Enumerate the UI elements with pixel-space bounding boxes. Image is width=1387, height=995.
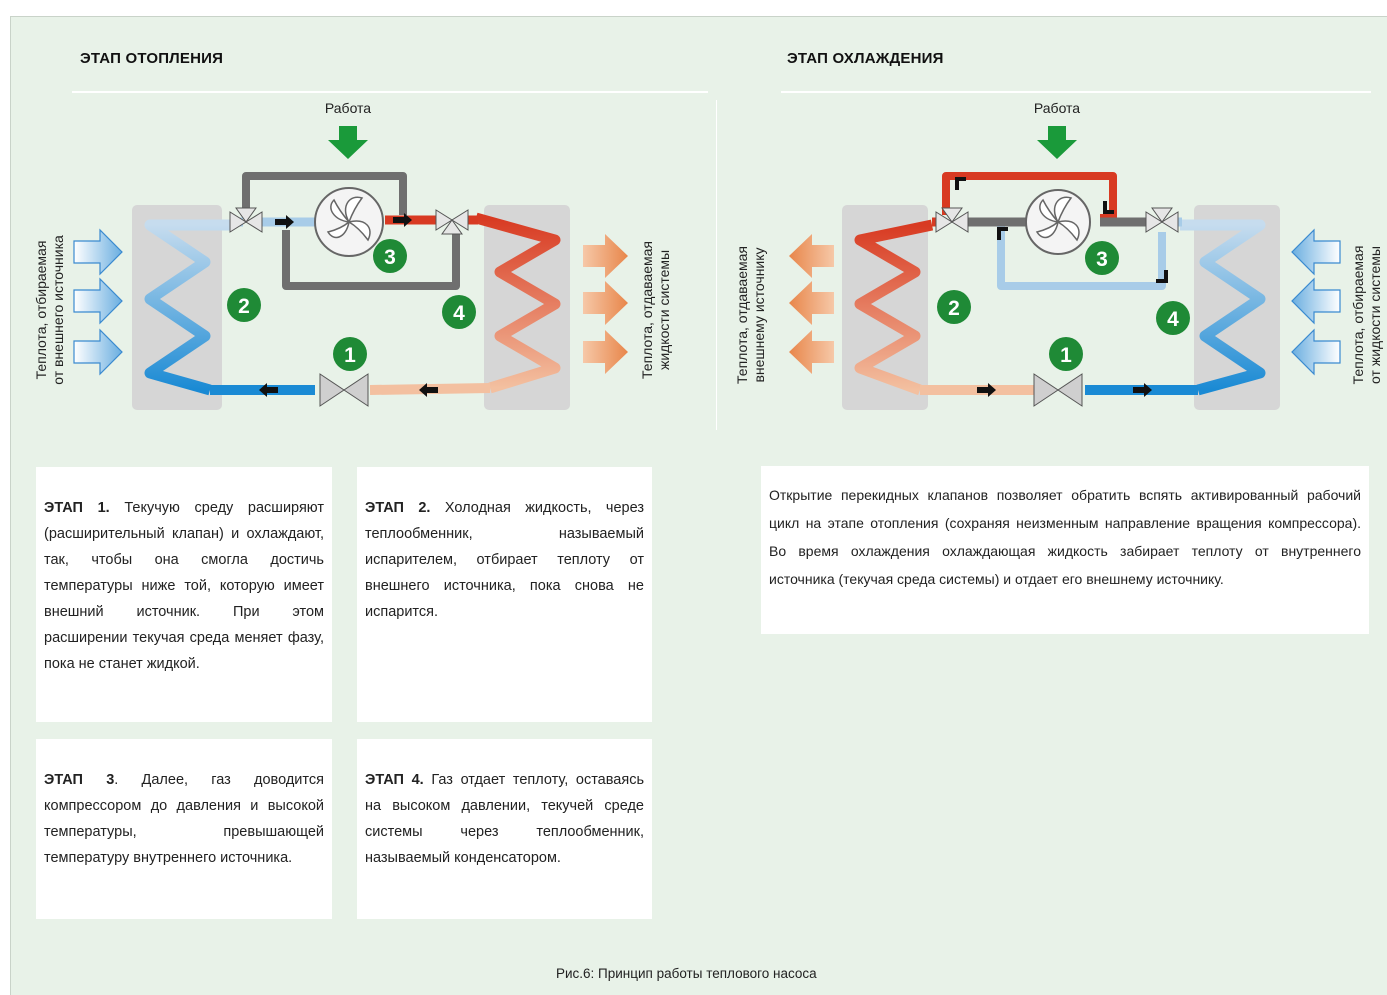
flow-arrow-right-1 — [275, 215, 294, 229]
blue-arrow-icon — [73, 328, 123, 376]
flow-arrows-straight — [977, 383, 1152, 397]
step2-text: Холодная жидкость, через теплообменник, … — [365, 500, 645, 620]
cooling-left-label: Теплота, отдаваемая внешнему источнику — [734, 246, 767, 384]
blue-arrow-icon — [73, 228, 123, 276]
cooling-note-box: Открытие перекидных клапанов позволяет о… — [761, 466, 1369, 634]
step3-box: ЭТАП 3. Далее, газ доводится компрессоро… — [36, 739, 332, 919]
cooling-marker-4: 4 — [1156, 301, 1190, 335]
svg-text:2: 2 — [238, 295, 250, 318]
cooling-note-text: Открытие перекидных клапанов позволяет о… — [769, 487, 1361, 587]
cooling-marker-3: 3 — [1085, 241, 1119, 275]
orange-arrow-icon — [789, 281, 834, 325]
step1-head: ЭТАП 1. — [44, 500, 110, 516]
heat-output-arrows — [583, 234, 628, 374]
bypass-bottom — [282, 230, 460, 290]
elbow-arrow-2 — [1103, 201, 1114, 214]
heating-left-label-line2: от внешнего источника — [50, 235, 66, 385]
elbow-arrow-4 — [1156, 270, 1168, 283]
svg-text:3: 3 — [384, 246, 396, 269]
orange-arrow-icon — [583, 281, 628, 325]
heating-left-label-line1: Теплота, отбираемая — [33, 241, 49, 380]
heating-title-rule — [72, 91, 708, 93]
heating-right-label: Теплота, отдаваемая жидкости системы — [639, 241, 672, 379]
figure-caption: Рис.6: Принцип работы теплового насоса — [556, 966, 817, 981]
heating-work-label: Работа — [325, 100, 371, 116]
flow-arrow-left-1 — [259, 383, 278, 397]
cooling-title-rule — [781, 91, 1371, 93]
orange-arrow-icon — [583, 234, 628, 278]
indoor-coil — [1180, 219, 1266, 396]
heat-input-arrows — [1291, 228, 1341, 376]
step1-box: ЭТАП 1. Текучую среду расширяют (расшири… — [36, 467, 332, 722]
orange-arrow-icon — [789, 234, 834, 278]
cooling-marker-1: 1 — [1049, 337, 1083, 371]
heating-marker-1: 1 — [333, 337, 367, 371]
cooling-left-label-line1: Теплота, отдаваемая — [734, 246, 750, 384]
flow-arrows — [259, 213, 438, 397]
cool-loop-bottom — [997, 226, 1166, 290]
cooling-title: ЭТАП ОХЛАЖДЕНИЯ — [787, 50, 944, 67]
elbow-arrow-1 — [955, 177, 966, 190]
blue-arrow-icon — [73, 277, 123, 325]
step1-text: Текучую среду расширяют (расширительный … — [44, 500, 324, 672]
three-way-valve-left — [935, 207, 969, 233]
orange-arrow-icon — [583, 330, 628, 374]
heating-marker-2: 2 — [227, 288, 261, 322]
heat-input-arrows — [73, 228, 123, 376]
section-divider — [716, 100, 717, 430]
condenser-coil — [474, 212, 561, 394]
heat-output-arrows — [789, 234, 834, 374]
step3-head: ЭТАП 3 — [44, 772, 115, 788]
heating-diagram: Работа Теплота, отбираемая от внешнего и… — [33, 100, 672, 410]
svg-text:2: 2 — [948, 297, 960, 320]
blue-arrow-icon — [1291, 328, 1341, 376]
heating-right-label-line1: Теплота, отдаваемая — [639, 241, 655, 379]
elbow-arrow-3 — [997, 227, 1008, 240]
cooling-left-label-line2: внешнему источнику — [751, 247, 767, 382]
step4-text: Газ отдает теплоту, оставаясь на высоком… — [365, 772, 645, 866]
three-way-valve-right — [435, 209, 469, 235]
svg-text:4: 4 — [1167, 308, 1179, 331]
work-arrow-icon — [1037, 126, 1077, 159]
evaporator-coil — [144, 219, 230, 396]
heating-title: ЭТАП ОТОПЛЕНИЯ — [80, 50, 224, 67]
bypass-top — [242, 172, 407, 215]
flow-arrow-right-2 — [393, 213, 412, 227]
heating-marker-3: 3 — [373, 239, 407, 273]
heating-right-label-line2: жидкости системы — [656, 250, 672, 370]
flow-arrow-right-2 — [1133, 383, 1152, 397]
cooling-right-label-line1: Теплота, отбираемая — [1350, 246, 1366, 385]
svg-text:3: 3 — [1096, 248, 1108, 271]
svg-text:1: 1 — [344, 344, 356, 367]
heating-left-label: Теплота, отбираемая от внешнего источник… — [33, 235, 66, 385]
outdoor-panel — [842, 205, 928, 410]
expansion-valve — [1033, 373, 1083, 407]
step4-box: ЭТАП 4. Газ отдает теплоту, оставаясь на… — [357, 739, 652, 919]
orange-arrow-icon — [789, 330, 834, 374]
step2-head: ЭТАП 2. — [365, 500, 431, 516]
heating-marker-4: 4 — [442, 295, 476, 329]
flow-arrows — [955, 177, 1168, 283]
three-way-valve-right — [1145, 207, 1179, 233]
blue-arrow-icon — [1291, 228, 1341, 276]
outdoor-coil — [854, 219, 934, 396]
step2-box: ЭТАП 2. Холодная жидкость, через теплооб… — [357, 467, 652, 722]
compressor-fan-icon — [314, 187, 384, 257]
flow-arrow-right-1 — [977, 383, 996, 397]
svg-text:1: 1 — [1060, 344, 1072, 367]
three-way-valve-left — [229, 207, 263, 233]
work-arrow-icon — [328, 126, 368, 159]
cooling-right-label: Теплота, отбираемая от жидкости системы — [1350, 246, 1383, 385]
expansion-valve — [319, 373, 369, 407]
cooling-marker-2: 2 — [937, 290, 971, 324]
cooling-diagram: Работа Теплота, отдаваемая внешнему исто… — [734, 100, 1383, 410]
compressor-fan-icon — [1025, 189, 1091, 255]
cooling-right-label-line2: от жидкости системы — [1367, 246, 1383, 384]
step3-text: . Далее, газ доводится компрессором до д… — [44, 772, 324, 866]
blue-arrow-icon — [1291, 277, 1341, 325]
cooling-work-label: Работа — [1034, 100, 1080, 116]
flow-arrow-left-2 — [419, 383, 438, 397]
svg-text:4: 4 — [453, 302, 465, 325]
step4-head: ЭТАП 4. — [365, 772, 424, 788]
